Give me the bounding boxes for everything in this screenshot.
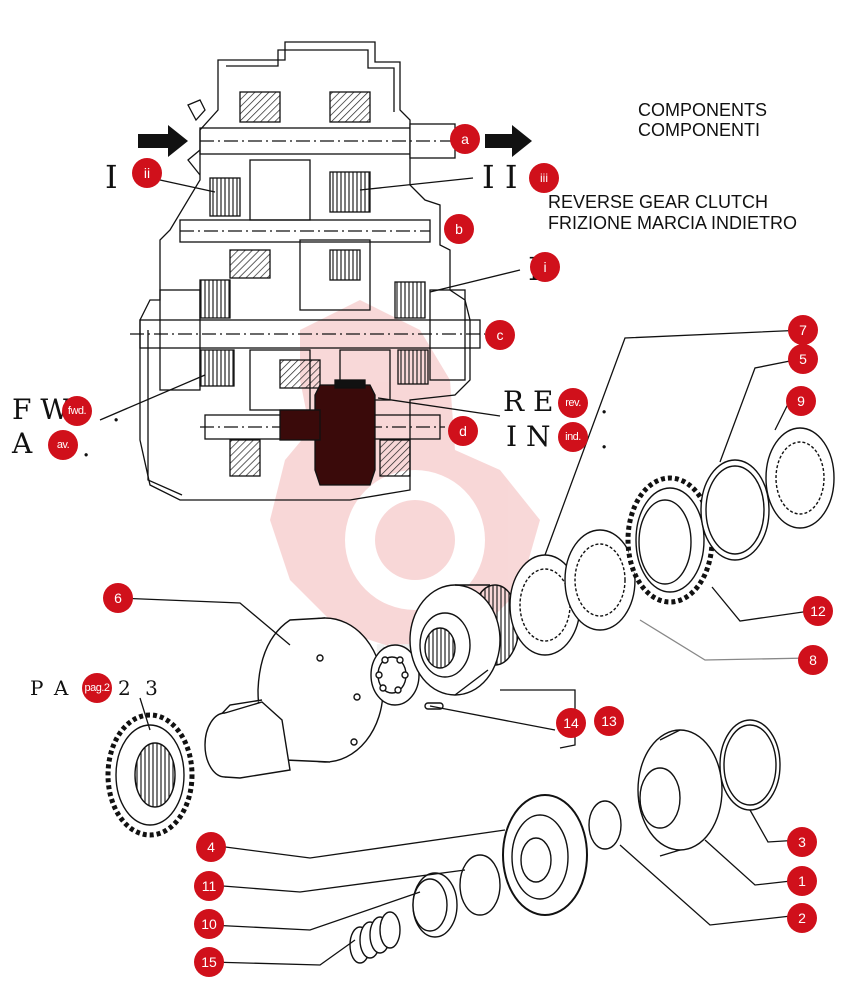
rev-dot: . [600, 390, 609, 420]
bearing [370, 644, 420, 706]
part-12-gear [625, 475, 715, 605]
header-line-1: COMPONENTS [638, 100, 768, 120]
subheader-line-2: FRIZIONE MARCIA INDIETRO [548, 213, 798, 233]
callout-10[interactable]: 10 [194, 909, 224, 939]
part-11-ring [459, 854, 501, 916]
callout-7[interactable]: 7 [788, 315, 818, 345]
callout-i[interactable]: i [530, 252, 560, 282]
callout-13[interactable]: 13 [594, 706, 624, 736]
part-1-carrier [637, 729, 723, 857]
callout-a[interactable]: a [450, 124, 480, 154]
callout-1[interactable]: 1 [787, 866, 817, 896]
section-leaders [99, 177, 521, 421]
callout-9[interactable]: 9 [786, 386, 816, 416]
part-8-steel-disc [564, 529, 636, 631]
part-4-piston [502, 794, 588, 916]
part-6-hub [204, 617, 384, 779]
pag-gear [105, 712, 195, 838]
part-10-ring [412, 872, 458, 938]
input-arrow-icon [138, 125, 188, 157]
callout-14[interactable]: 14 [556, 708, 586, 738]
part-leaders [117, 329, 811, 966]
part-5-snap-ring [700, 459, 770, 561]
rev-prefix: R E [503, 385, 554, 418]
callout-8[interactable]: 8 [798, 645, 828, 675]
exploded-parts [105, 427, 835, 964]
callout-11[interactable]: 11 [194, 871, 224, 901]
callout-4[interactable]: 4 [196, 832, 226, 862]
callout-iii[interactable]: iii [529, 163, 559, 193]
header-line-2: COMPONENTI [638, 120, 761, 140]
av-prefix: A [12, 427, 33, 460]
page-ref-prefix: P A [30, 676, 71, 700]
callout-rev[interactable]: rev. [558, 388, 588, 418]
callout-12[interactable]: 12 [803, 596, 833, 626]
subheader-line-1: REVERSE GEAR CLUTCH [548, 192, 769, 212]
ind-prefix: I N [506, 420, 551, 453]
flow-arrows [138, 125, 532, 157]
callout-3[interactable]: 3 [787, 827, 817, 857]
part-14-gear-drum [409, 584, 520, 696]
callout-15[interactable]: 15 [194, 947, 224, 977]
callout-d[interactable]: d [448, 416, 478, 446]
callout-ii[interactable]: ii [132, 158, 162, 188]
callout-av[interactable]: av. [48, 430, 78, 460]
part-15-spring [349, 911, 401, 964]
fwd-dot: . [112, 398, 121, 428]
part-2-o-ring [588, 800, 622, 850]
callout-c[interactable]: c [485, 320, 515, 350]
section-mark-right: I I [482, 158, 518, 196]
ind-dot: . [600, 425, 609, 455]
callout-5[interactable]: 5 [788, 344, 818, 374]
output-arrow-icon [485, 125, 532, 157]
part-3-ring [719, 719, 781, 811]
callout-fwd[interactable]: fwd. [62, 396, 92, 426]
callout-pag[interactable]: pag.2 [82, 673, 112, 703]
callout-2[interactable]: 2 [787, 903, 817, 933]
callout-b[interactable]: b [444, 214, 474, 244]
callout-ind[interactable]: ind. [558, 422, 588, 452]
fwd-prefix: F W [12, 393, 70, 426]
callout-6[interactable]: 6 [103, 583, 133, 613]
page-ref-suffix: 2 3 [118, 676, 162, 700]
av-dot: . [82, 433, 91, 463]
part-9-disc [765, 427, 835, 529]
section-mark-left: I [105, 158, 118, 196]
